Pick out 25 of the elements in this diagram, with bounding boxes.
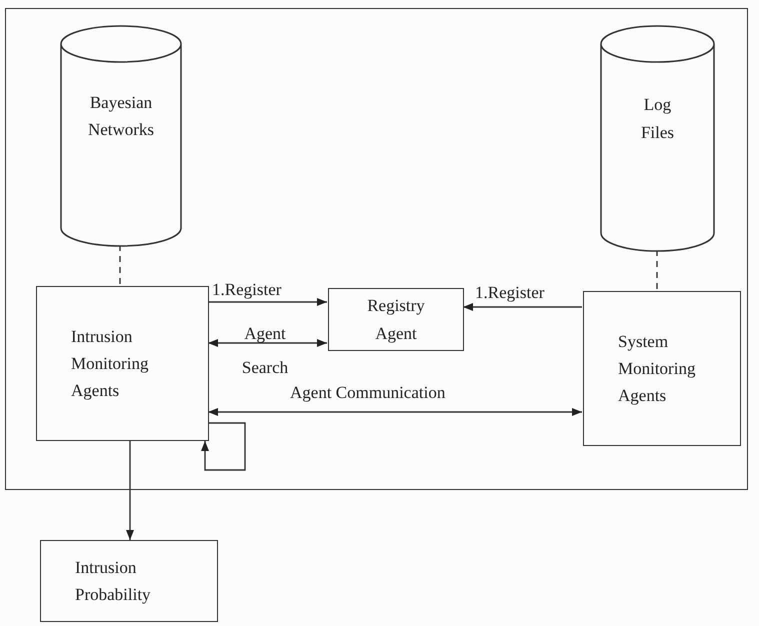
node-label: Intrusion Probability <box>75 556 152 606</box>
agent-box <box>328 288 464 351</box>
node-label: Bayesian Networks <box>86 92 156 141</box>
node-label: System Monitoring Agents <box>618 330 696 408</box>
edge-label: 1.Register <box>475 283 544 303</box>
database-cylinder <box>601 26 714 251</box>
edge-label: Agent Search <box>240 323 290 379</box>
arrow <box>201 422 246 471</box>
dashed-connector <box>656 250 658 290</box>
frame-box <box>5 8 748 490</box>
arrow <box>463 303 582 311</box>
arrow <box>126 440 134 540</box>
dashed-connector <box>119 245 121 285</box>
agent-box <box>583 291 741 446</box>
output-box <box>40 540 218 622</box>
arrow <box>208 408 582 416</box>
node-label: Intrusion Monitoring Agents <box>71 326 150 402</box>
arrow <box>208 298 327 306</box>
edge-label: Agent Communication <box>290 383 446 403</box>
agent-box <box>36 286 209 441</box>
database-cylinder <box>61 26 181 246</box>
arrow <box>208 339 327 347</box>
node-label: Registry Agent <box>366 295 426 345</box>
node-label: Log Files <box>640 94 676 144</box>
edge-label: 1.Register <box>212 280 282 300</box>
